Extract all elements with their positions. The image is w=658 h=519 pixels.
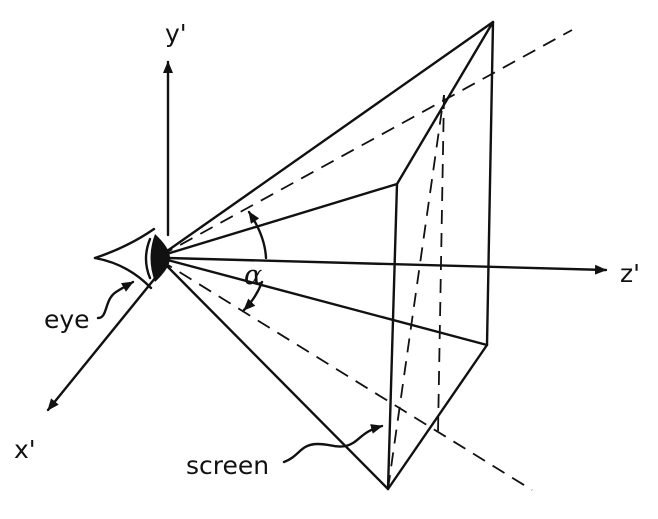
- frustum-edge-lower: [158, 256, 489, 347]
- dashed-ray-upper: [159, 29, 573, 257]
- frustum-edge-bottom: [158, 257, 390, 491]
- y-axis-label: y': [165, 19, 187, 48]
- angle-label: α: [244, 260, 262, 291]
- eye-leader-line: [96, 280, 135, 320]
- angle-arc-lower: [242, 280, 264, 312]
- angle-arc-upper: [247, 210, 268, 260]
- frustum-edge-upper: [158, 182, 399, 258]
- screen-frame: [386, 20, 495, 491]
- x-axis-label: x': [14, 435, 36, 464]
- screen-leader-line: [282, 424, 384, 464]
- z-axis-line: [166, 256, 608, 275]
- eye-icon: [93, 227, 170, 290]
- dashed-ray-lower: [159, 259, 533, 491]
- x-axis-line: [46, 270, 162, 412]
- dashed-screen-diagonal: [387, 94, 445, 490]
- z-axis-label: z': [620, 259, 640, 288]
- screen-label: screen: [186, 451, 269, 480]
- dashed-screen-vertical: [437, 94, 445, 433]
- eye-label: eye: [44, 305, 90, 334]
- frustum-edge-top-far: [158, 20, 495, 258]
